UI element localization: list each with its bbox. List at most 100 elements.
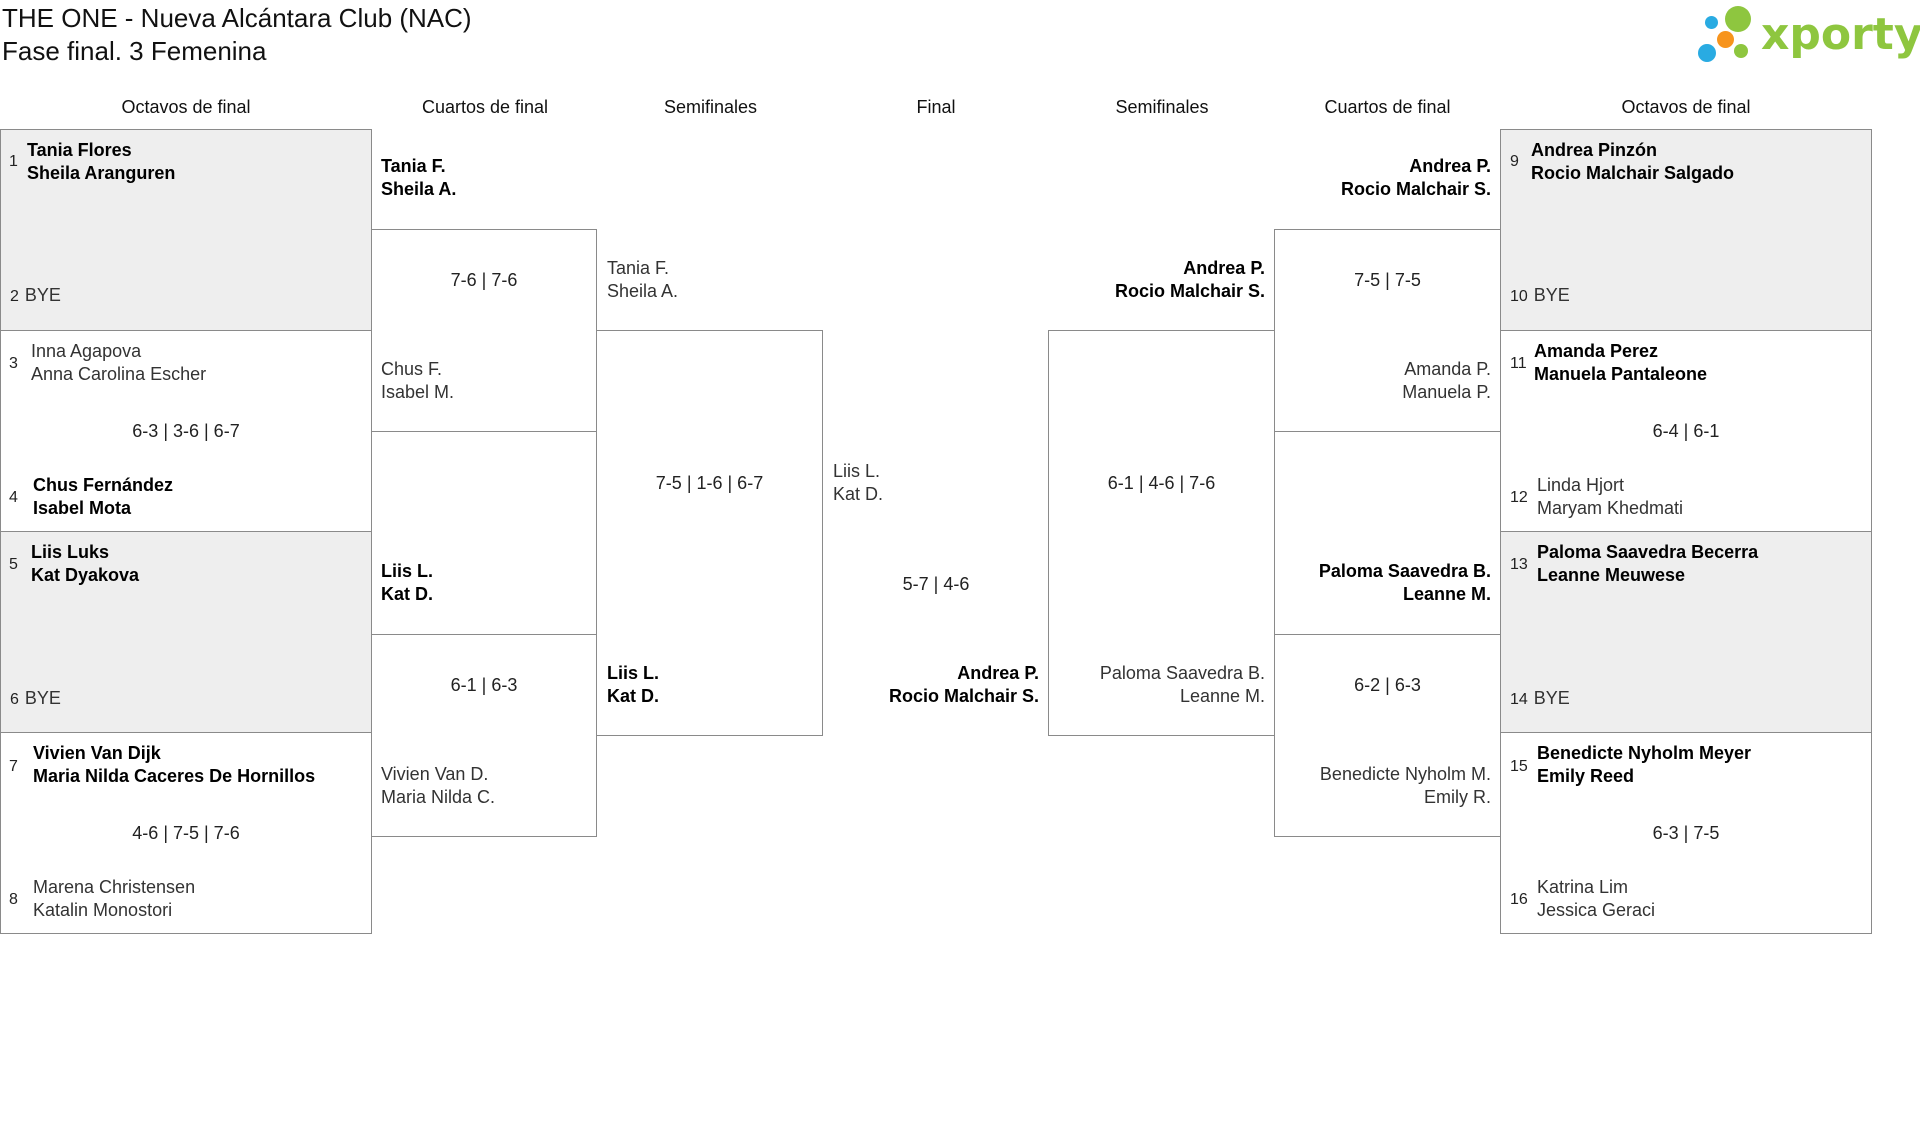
match-score: 5-7 | 4-6 — [902, 574, 970, 594]
player-name: Benedicte Nyholm Meyer — [1537, 743, 1752, 763]
player-name: Andrea P. — [957, 663, 1039, 683]
player-name: Katrina Lim — [1537, 877, 1629, 897]
player-name: Sheila Aranguren — [27, 163, 176, 183]
player-name: BYE — [24, 688, 61, 708]
player-name: Maria Nilda C. — [381, 787, 496, 807]
match-box — [0, 732, 372, 934]
player-name: Rocio Malchair S. — [1340, 179, 1491, 199]
player-name: Andrea Pinzón — [1531, 140, 1658, 160]
player-name: Isabel M. — [381, 382, 455, 402]
player-name: BYE — [24, 285, 61, 305]
seed-number: 3 — [9, 355, 18, 372]
bye-entry: 2 BYE — [10, 284, 61, 308]
player-name: Rocio Malchair S. — [888, 686, 1039, 706]
round-header-right-qf: Cuartos de final — [1324, 97, 1451, 117]
match-box — [1048, 330, 1275, 736]
player-name: Katalin Monostori — [33, 900, 173, 920]
player-name: Kat Dyakova — [31, 565, 140, 585]
round-header-final: Final — [916, 97, 956, 117]
round-header-right-r16: Octavos de final — [1621, 97, 1751, 117]
match-score: 6-2 | 6-3 — [1354, 675, 1421, 695]
player-name: Tania F. — [607, 258, 670, 278]
player-name: Rocio Malchair S. — [1114, 281, 1265, 301]
match-box — [596, 330, 823, 736]
match-score: 6-4 | 6-1 — [1652, 421, 1720, 441]
seed-number: 12 — [1510, 489, 1528, 506]
player-name: Kat D. — [833, 484, 884, 504]
seed-number: 8 — [9, 891, 18, 908]
player-name: Andrea P. — [1409, 156, 1491, 176]
match-box — [1500, 732, 1872, 934]
seed-number: 13 — [1510, 556, 1528, 573]
player-name: Paloma Saavedra B. — [1318, 561, 1491, 581]
player-name: Leanne M. — [1179, 686, 1265, 706]
seed-number: 11 — [1510, 355, 1527, 372]
seed-number: 16 — [1510, 891, 1528, 908]
page-title: THE ONE - Nueva Alcántara Club (NAC) — [2, 3, 472, 33]
match-box — [1500, 531, 1872, 733]
player-name: Emily R. — [1424, 787, 1491, 807]
logo-dot-green — [1725, 6, 1751, 32]
player-name: Andrea P. — [1183, 258, 1265, 278]
logo-wordmark: xporty — [1761, 9, 1920, 60]
player-name: Marena Christensen — [33, 877, 196, 897]
player-name: Manuela P. — [1402, 382, 1491, 402]
match-box — [0, 129, 372, 331]
round-header-left-r16: Octavos de final — [121, 97, 251, 117]
player-name: Chus F. — [381, 359, 443, 379]
player-name: Sheila A. — [607, 281, 679, 301]
bye-entry: 10 BYE — [1510, 284, 1570, 308]
player-name: Benedicte Nyholm M. — [1319, 764, 1491, 784]
round-header-left-sf: Semifinales — [663, 97, 758, 117]
match-score: 7-5 | 7-5 — [1354, 270, 1421, 290]
bye-entry: 14 BYE — [1510, 687, 1570, 711]
player-name: Liis L. — [381, 561, 434, 581]
player-name: Kat D. — [381, 584, 434, 604]
player-name: Inna Agapova — [31, 341, 142, 361]
player-name: Paloma Saavedra Becerra — [1537, 542, 1759, 562]
player-name: Sheila A. — [381, 179, 457, 199]
seed-number: 7 — [9, 758, 18, 775]
match-box — [1500, 330, 1872, 532]
player-name: Leanne Meuwese — [1537, 565, 1686, 585]
player-name: Manuela Pantaleone — [1534, 364, 1708, 384]
player-name: Isabel Mota — [33, 498, 132, 518]
match-box — [371, 634, 597, 837]
match-score: 7-5 | 1-6 | 6-7 — [655, 473, 764, 493]
logo-dot-green-small — [1734, 44, 1748, 58]
player-name: BYE — [1533, 285, 1570, 305]
player-name: Jessica Geraci — [1537, 900, 1656, 920]
player-name: Vivien Van D. — [381, 764, 489, 784]
seed-number: 5 — [9, 556, 18, 573]
player-name: Liis L. — [833, 461, 881, 481]
player-name: Vivien Van Dijk — [33, 743, 161, 763]
match-score: 6-3 | 7-5 — [1652, 823, 1720, 843]
seed-number: 9 — [1510, 153, 1519, 170]
player-name: Leanne M. — [1402, 584, 1491, 604]
match-box — [371, 229, 597, 432]
round-header-right-sf: Semifinales — [1115, 97, 1209, 117]
player-name: Rocio Malchair Salgado — [1531, 163, 1735, 183]
seed-number: 15 — [1510, 758, 1528, 775]
player-name: Liis L. — [607, 663, 660, 683]
bye-entry: 6 BYE — [10, 687, 61, 711]
match-score: 6-1 | 4-6 | 7-6 — [1107, 473, 1216, 493]
seed-number: 14 — [1510, 691, 1528, 708]
match-box — [0, 330, 372, 532]
match-score: 6-3 | 3-6 | 6-7 — [132, 421, 240, 441]
player-name: BYE — [1533, 688, 1570, 708]
seed-number: 2 — [10, 288, 19, 305]
xporty-logo: xporty — [1695, 4, 1920, 70]
match-score: 4-6 | 7-5 | 7-6 — [132, 823, 240, 843]
player-name: Paloma Saavedra B. — [1099, 663, 1265, 683]
logo-dot-orange — [1717, 31, 1734, 48]
logo-dot-blue-small — [1705, 16, 1718, 29]
seed-number: 6 — [10, 691, 19, 708]
player-name: Anna Carolina Escher — [31, 364, 207, 384]
match-box — [1500, 129, 1872, 331]
round-header-left-qf: Cuartos de final — [421, 97, 549, 117]
player-name: Maryam Khedmati — [1537, 498, 1684, 518]
player-name: Tania F. — [381, 156, 446, 176]
player-name: Linda Hjort — [1537, 475, 1625, 495]
seed-number: 10 — [1510, 288, 1528, 305]
